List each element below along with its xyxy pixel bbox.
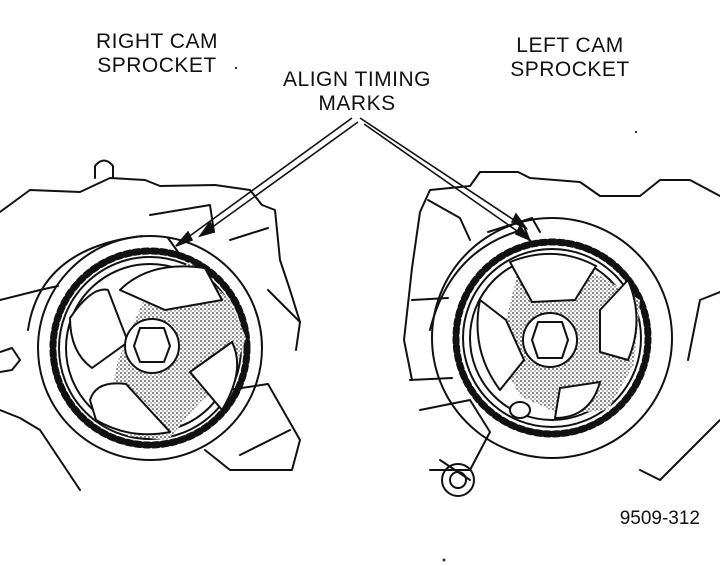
align-timing-marks-label: ALIGN TIMING MARKS [262, 68, 452, 116]
right-cam-label-line2: SPROCKET [97, 54, 217, 77]
speck [234, 66, 238, 70]
right-timing-belt [27, 235, 143, 331]
left-cam-sprocket-label: LEFT CAM SPROCKET [490, 34, 650, 82]
arrow-right-cover-mark [199, 121, 359, 237]
arrowhead-4 [514, 224, 533, 242]
align-arrows [175, 117, 533, 247]
left-timing-belt [429, 229, 523, 331]
speck [442, 558, 446, 562]
left-cam-label-line1: LEFT CAM [516, 34, 624, 57]
left-cam-label-line2: SPROCKET [510, 58, 630, 81]
right-engine-block [0, 159, 301, 491]
arrow-left-sprocket-mark [359, 117, 527, 229]
left-engine-block [403, 171, 720, 497]
arrow-left-cover-mark [363, 123, 531, 241]
arrowhead-1 [175, 230, 194, 247]
arrowhead-3 [510, 212, 529, 230]
left-cam-sprocket [431, 217, 673, 459]
align-label-line1: ALIGN TIMING [283, 68, 431, 91]
right-cam-sprocket [37, 235, 263, 461]
arrow-right-sprocket-mark [175, 117, 353, 247]
align-label-line2: MARKS [318, 92, 396, 115]
speck [634, 130, 638, 134]
right-cam-label-line1: RIGHT CAM [96, 30, 218, 53]
figure-number: 9509-312 [619, 508, 700, 529]
arrowhead-2 [198, 220, 216, 238]
right-cam-sprocket-label: RIGHT CAM SPROCKET [72, 30, 242, 78]
